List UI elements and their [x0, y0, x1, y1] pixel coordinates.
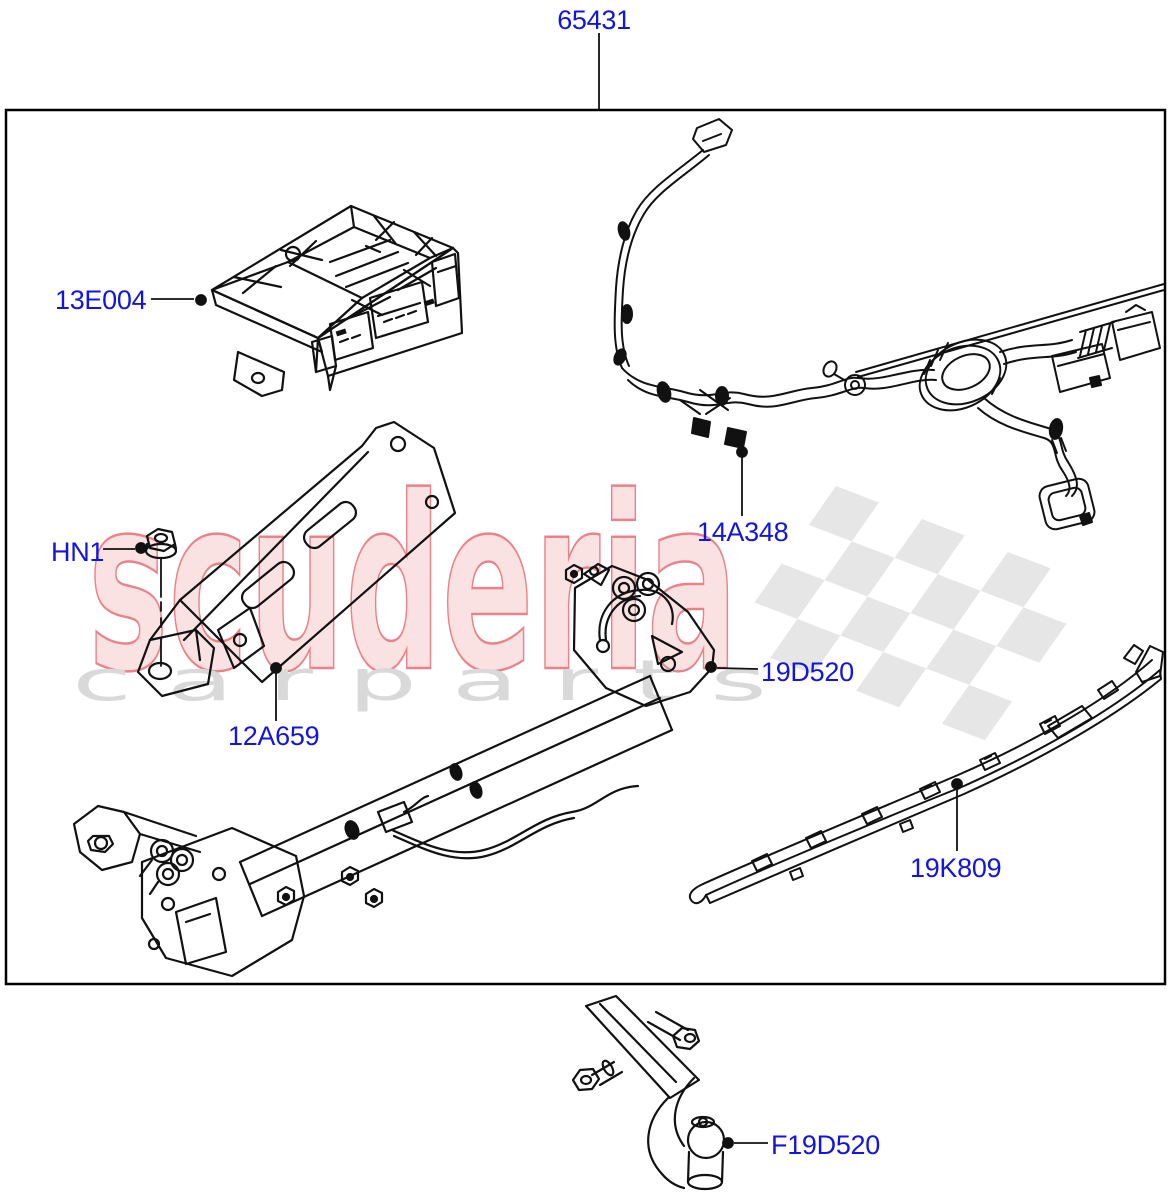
wiring-harness-drawing [613, 118, 1165, 531]
tow-ball-drawing [571, 994, 726, 1191]
checkered-flag-watermark [754, 486, 1067, 741]
callout-F19D520[interactable]: F19D520 [771, 1130, 880, 1160]
bracket-plate-drawing [136, 420, 457, 698]
callout-19D520[interactable]: 19D520 [761, 657, 854, 687]
callout-19K809[interactable]: 19K809 [910, 853, 1002, 883]
watermark-brand-text: scuderia [88, 445, 738, 725]
callout-HN1[interactable]: HN1 [51, 537, 105, 567]
cross-member-drawing [72, 562, 716, 978]
watermark: scuderia c a r p a r t s [72, 444, 1067, 741]
callout-14A348[interactable]: 14A348 [697, 517, 789, 547]
callout-65431[interactable]: 65431 [557, 5, 631, 35]
callout-12A659[interactable]: 12A659 [228, 721, 320, 751]
callout-13E004[interactable]: 13E004 [55, 285, 147, 315]
flange-nut-drawing [144, 527, 178, 667]
diagram-border [4, 108, 1167, 986]
control-module-drawing [210, 204, 464, 398]
trim-strip-drawing [688, 644, 1164, 905]
